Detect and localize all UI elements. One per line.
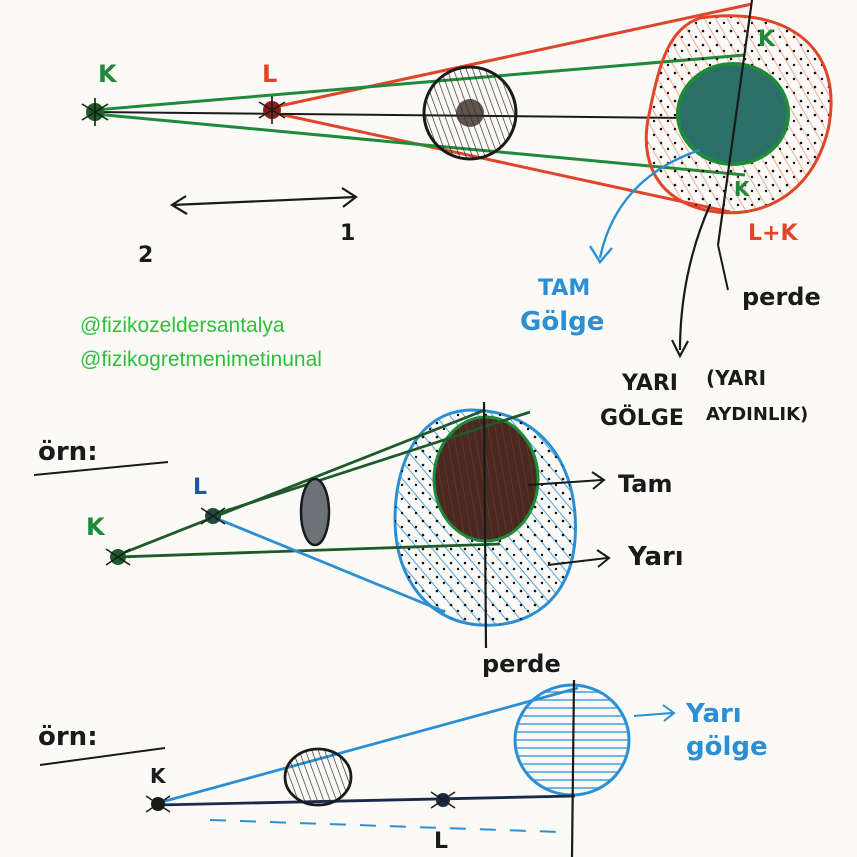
top-diagram: K L K K L+K 1 2 TAM Gölge perde YARI GÖL… [81, 0, 833, 431]
example2-penumbra-label-line2: gölge [686, 732, 768, 762]
example1-penumbra-label: Yarı [627, 542, 684, 572]
top-penumbra-label-line1: YARI [621, 371, 678, 396]
top-arrow-label-1: 1 [340, 221, 355, 246]
top-shadow-k-top-label: K [758, 27, 776, 52]
example1-penumbra-pointer [547, 549, 611, 568]
example1-diagram: örn: K L [33, 401, 684, 678]
top-shadow-lk-label: L+K [748, 221, 798, 246]
example2-dashed-rays [209, 819, 561, 833]
example1-umbra-pointer [527, 471, 606, 490]
example1-source-k-label: K [86, 513, 106, 541]
example2-diagram: örn: K L [38, 679, 768, 857]
example2-penumbra-label-line1: Yarı [685, 699, 742, 729]
top-umbra-label-line1: TAM [538, 276, 590, 301]
top-penumbra-pointer [678, 204, 712, 351]
top-screen-label: perde [742, 283, 821, 311]
top-penumbra-pointer-head [671, 339, 689, 359]
top-arrow-label-2: 2 [138, 243, 153, 268]
example1-screen-line [482, 401, 488, 649]
top-umbra-pointer [598, 148, 701, 259]
top-direction-arrow [169, 187, 358, 215]
example1-source-l-icon [200, 507, 226, 525]
top-umbra-label-line2: Gölge [520, 307, 604, 337]
top-penumbra-alt-line2: AYDINLIK) [706, 404, 808, 425]
top-penumbra-label-line2: GÖLGE [600, 405, 684, 431]
example1-screen-label: perde [482, 650, 561, 678]
top-red-rays [269, 2, 753, 214]
example2-penumbra-pointer [633, 704, 676, 722]
example2-obstacle [283, 747, 353, 807]
example2-source-l-label: L [434, 829, 448, 854]
top-axis-line [94, 111, 691, 119]
top-source-l-icon [258, 96, 286, 124]
example1-obstacle [299, 477, 331, 547]
top-source-k-label: K [98, 60, 118, 88]
top-shadow-k-bottom-label: K [734, 177, 751, 201]
example1-umbra-label: Tam [618, 470, 672, 498]
example2-source-k-icon [145, 795, 171, 813]
example2-rays [157, 686, 579, 807]
watermark-line2: @fizikogretmenimetinunal [80, 348, 322, 371]
example1-title-underline [33, 461, 169, 476]
top-penumbra-alt-line1: (YARI [706, 366, 766, 390]
watermark-line1: @fizikozeldersantalya [80, 314, 285, 337]
example2-title: örn: [38, 722, 98, 752]
top-source-k-icon [81, 98, 109, 126]
top-obstacle-core [456, 99, 484, 127]
example2-title-underline [39, 747, 166, 766]
example2-screen-line [570, 679, 576, 857]
example1-title: örn: [38, 437, 98, 467]
example1-rays [117, 408, 531, 614]
top-umbra-hatch [683, 69, 783, 159]
top-source-l-label: L [262, 60, 277, 88]
example2-source-k-label: K [150, 764, 167, 788]
example1-source-k-icon [105, 548, 131, 566]
top-screen-pointer [717, 244, 729, 291]
example2-source-l-icon [430, 791, 456, 809]
example1-source-l-label: L [193, 475, 207, 500]
top-umbra-pointer-head [588, 245, 613, 265]
top-green-rays [94, 53, 746, 177]
top-screen-line [716, 0, 754, 246]
